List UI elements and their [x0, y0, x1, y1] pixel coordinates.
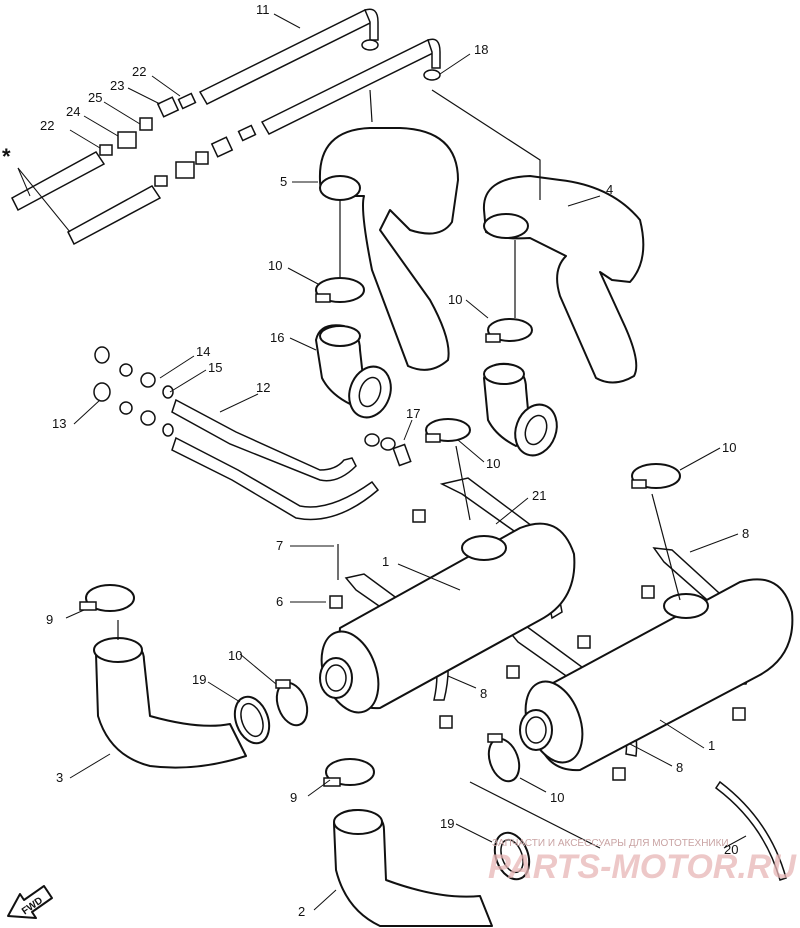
- callout-25: 25: [88, 90, 102, 105]
- ring-19-left: [233, 695, 271, 745]
- callout-23: 23: [110, 78, 124, 93]
- callout-5: 5: [280, 174, 287, 189]
- hose-clamp-10-lower: [487, 733, 521, 783]
- muffler-upper: [319, 522, 576, 714]
- callout-19-a: 19: [192, 672, 206, 687]
- bolt-17: [364, 433, 412, 467]
- callout-10-e: 10: [228, 648, 242, 663]
- muffler-lower: [519, 578, 794, 772]
- callout-10-b: 10: [448, 292, 462, 307]
- callout-leaders: [17, 13, 747, 911]
- callout-11: 11: [256, 2, 270, 17]
- callout-8-c: 8: [676, 760, 683, 775]
- callout-14: 14: [196, 344, 210, 359]
- callout-8-b: 8: [480, 686, 487, 701]
- exhaust-pipe-4: [482, 175, 645, 384]
- water-hose-upper: [198, 8, 441, 135]
- callout-16: 16: [270, 330, 284, 345]
- exhaust-hose-2: [333, 809, 493, 927]
- exhaust-elbow-right: [483, 362, 558, 457]
- drain-fittings-13-15: [93, 346, 174, 437]
- callout-20: 20: [724, 842, 738, 857]
- callout-9-a: 9: [46, 612, 53, 627]
- callout-13: 13: [52, 416, 66, 431]
- callout-3: 3: [56, 770, 63, 785]
- hose-clamp-upper-right: [485, 318, 533, 343]
- callout-labels: 11 18 22 23 25 24 22 * 4 5 10 10 16 14 1…: [2, 2, 749, 919]
- strap-20: [714, 780, 787, 881]
- callout-10-f: 10: [550, 790, 564, 805]
- callout-22-top: 22: [132, 64, 146, 79]
- callout-10-c: 10: [486, 456, 500, 471]
- callout-2: 2: [298, 904, 305, 919]
- callout-19-b: 19: [440, 816, 454, 831]
- watermark-tagline: ЗАПЧАСТИ И АКСЕССУАРЫ ДЛЯ МОТОТЕХНИКИ: [492, 838, 729, 849]
- watermark-brand: PARTS-MOTOR.RU: [488, 848, 797, 886]
- callout-21: 21: [532, 488, 546, 503]
- callout-9-b: 9: [290, 790, 297, 805]
- callout-15: 15: [208, 360, 222, 375]
- clip-nuts: [329, 509, 746, 781]
- callout-star: *: [2, 144, 11, 169]
- callout-10-d: 10: [722, 440, 736, 455]
- callout-10-a: 10: [268, 258, 282, 273]
- callout-12: 12: [256, 380, 270, 395]
- watermark: ЗАПЧАСТИ И АКСЕССУАРЫ ДЛЯ МОТОТЕХНИКИ PA…: [488, 838, 797, 886]
- water-hose-short: [11, 151, 162, 246]
- hose-clamp-upper-left: [315, 277, 365, 303]
- exhaust-hose-3: [93, 637, 247, 769]
- callout-17: 17: [406, 406, 420, 421]
- hose-clamp-mid: [425, 418, 471, 443]
- callout-1-b: 1: [708, 738, 715, 753]
- ring-19-lower: [493, 831, 531, 881]
- drain-hose-12: [171, 398, 380, 521]
- callout-1-a: 1: [382, 554, 389, 569]
- hose-clamp-9-lower: [323, 758, 375, 787]
- hose-clamp-10-left: [275, 679, 309, 727]
- fwd-arrow-icon: FWD: [7, 885, 53, 919]
- callout-8-a: 8: [742, 526, 749, 541]
- callout-7: 7: [276, 538, 283, 553]
- callout-4: 4: [606, 182, 613, 197]
- callout-22-left: 22: [40, 118, 54, 133]
- callout-18: 18: [474, 42, 488, 57]
- exhaust-elbow-16: [315, 324, 392, 419]
- callout-24: 24: [66, 104, 80, 119]
- callout-6: 6: [276, 594, 283, 609]
- hose-clamp-9-left: [79, 584, 135, 612]
- hose-clamp-right: [631, 463, 681, 489]
- hose-fittings-upper: [99, 92, 257, 187]
